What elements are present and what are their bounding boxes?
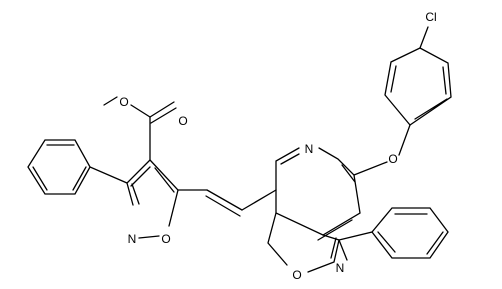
atom-o-isoxazole-right: O bbox=[292, 268, 301, 282]
bond-pyridine-to-ether-o bbox=[353, 161, 388, 176]
atom-o-ether: O bbox=[388, 152, 397, 166]
atom-n-isoxazole-right: N bbox=[336, 261, 345, 275]
atom-o-methoxy: O bbox=[119, 95, 128, 109]
left-isoxazole-double-c4-c5 bbox=[154, 167, 175, 193]
atom-labels: O O N O N O Cl O N bbox=[119, 10, 436, 282]
vinyl-bond-2 bbox=[241, 189, 277, 211]
right-phenyl-ring bbox=[338, 207, 449, 259]
bond-o-carbonyl-carbon bbox=[130, 104, 151, 118]
left-phenyl-ring bbox=[27, 139, 128, 195]
chlorophenyl-ring bbox=[384, 47, 452, 126]
atom-cl: Cl bbox=[425, 10, 436, 24]
atom-n-pyridine: N bbox=[305, 142, 314, 156]
atom-o-carbonyl: O bbox=[178, 114, 187, 128]
bond-ether-o-to-aryl bbox=[398, 124, 411, 156]
atom-n-isoxazole-left: N bbox=[128, 232, 137, 246]
bond-carbonyl-double bbox=[149, 101, 177, 124]
bond-ring-to-cl bbox=[419, 26, 429, 49]
left-isoxazole-ring bbox=[126, 159, 179, 239]
vinyl-double-bond bbox=[205, 189, 243, 217]
atom-o-isoxazole-left: O bbox=[161, 232, 170, 246]
pyridine-double bbox=[317, 219, 353, 241]
right-isoxazole-ring bbox=[267, 212, 348, 273]
bonds bbox=[27, 26, 452, 273]
left-isoxazole-double-c3-n bbox=[131, 183, 140, 205]
bond-methyl-o bbox=[103, 96, 118, 106]
pyridine-ring bbox=[275, 147, 361, 236]
